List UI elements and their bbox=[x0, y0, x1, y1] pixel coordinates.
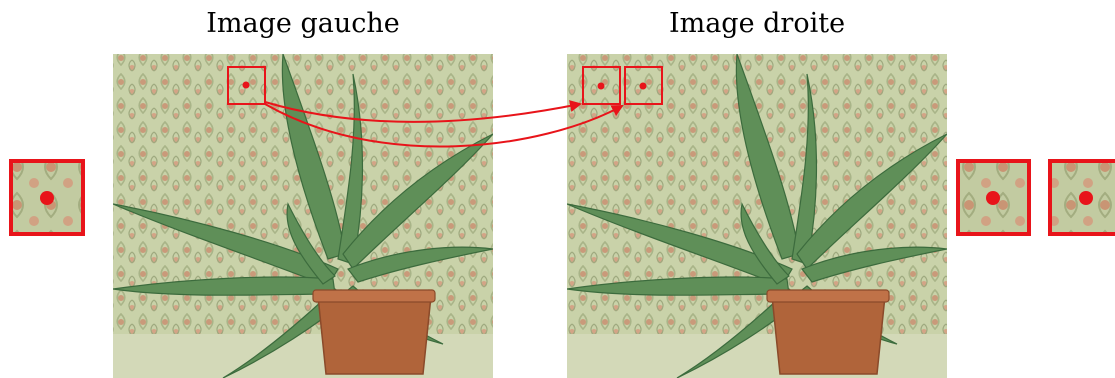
left-image bbox=[113, 54, 493, 378]
left-selection-point bbox=[243, 82, 250, 89]
right-zoomed-patch-2 bbox=[1050, 161, 1115, 234]
right-zoomed-point-2 bbox=[1079, 191, 1093, 205]
right-candidate-point-2 bbox=[640, 83, 647, 90]
right-zoomed-patch-1 bbox=[958, 161, 1029, 234]
right-zoomed-point-1 bbox=[986, 191, 1000, 205]
left-zoomed-patch bbox=[11, 161, 83, 234]
right-candidate-point-1 bbox=[598, 83, 605, 90]
left-zoomed-point bbox=[40, 191, 54, 205]
